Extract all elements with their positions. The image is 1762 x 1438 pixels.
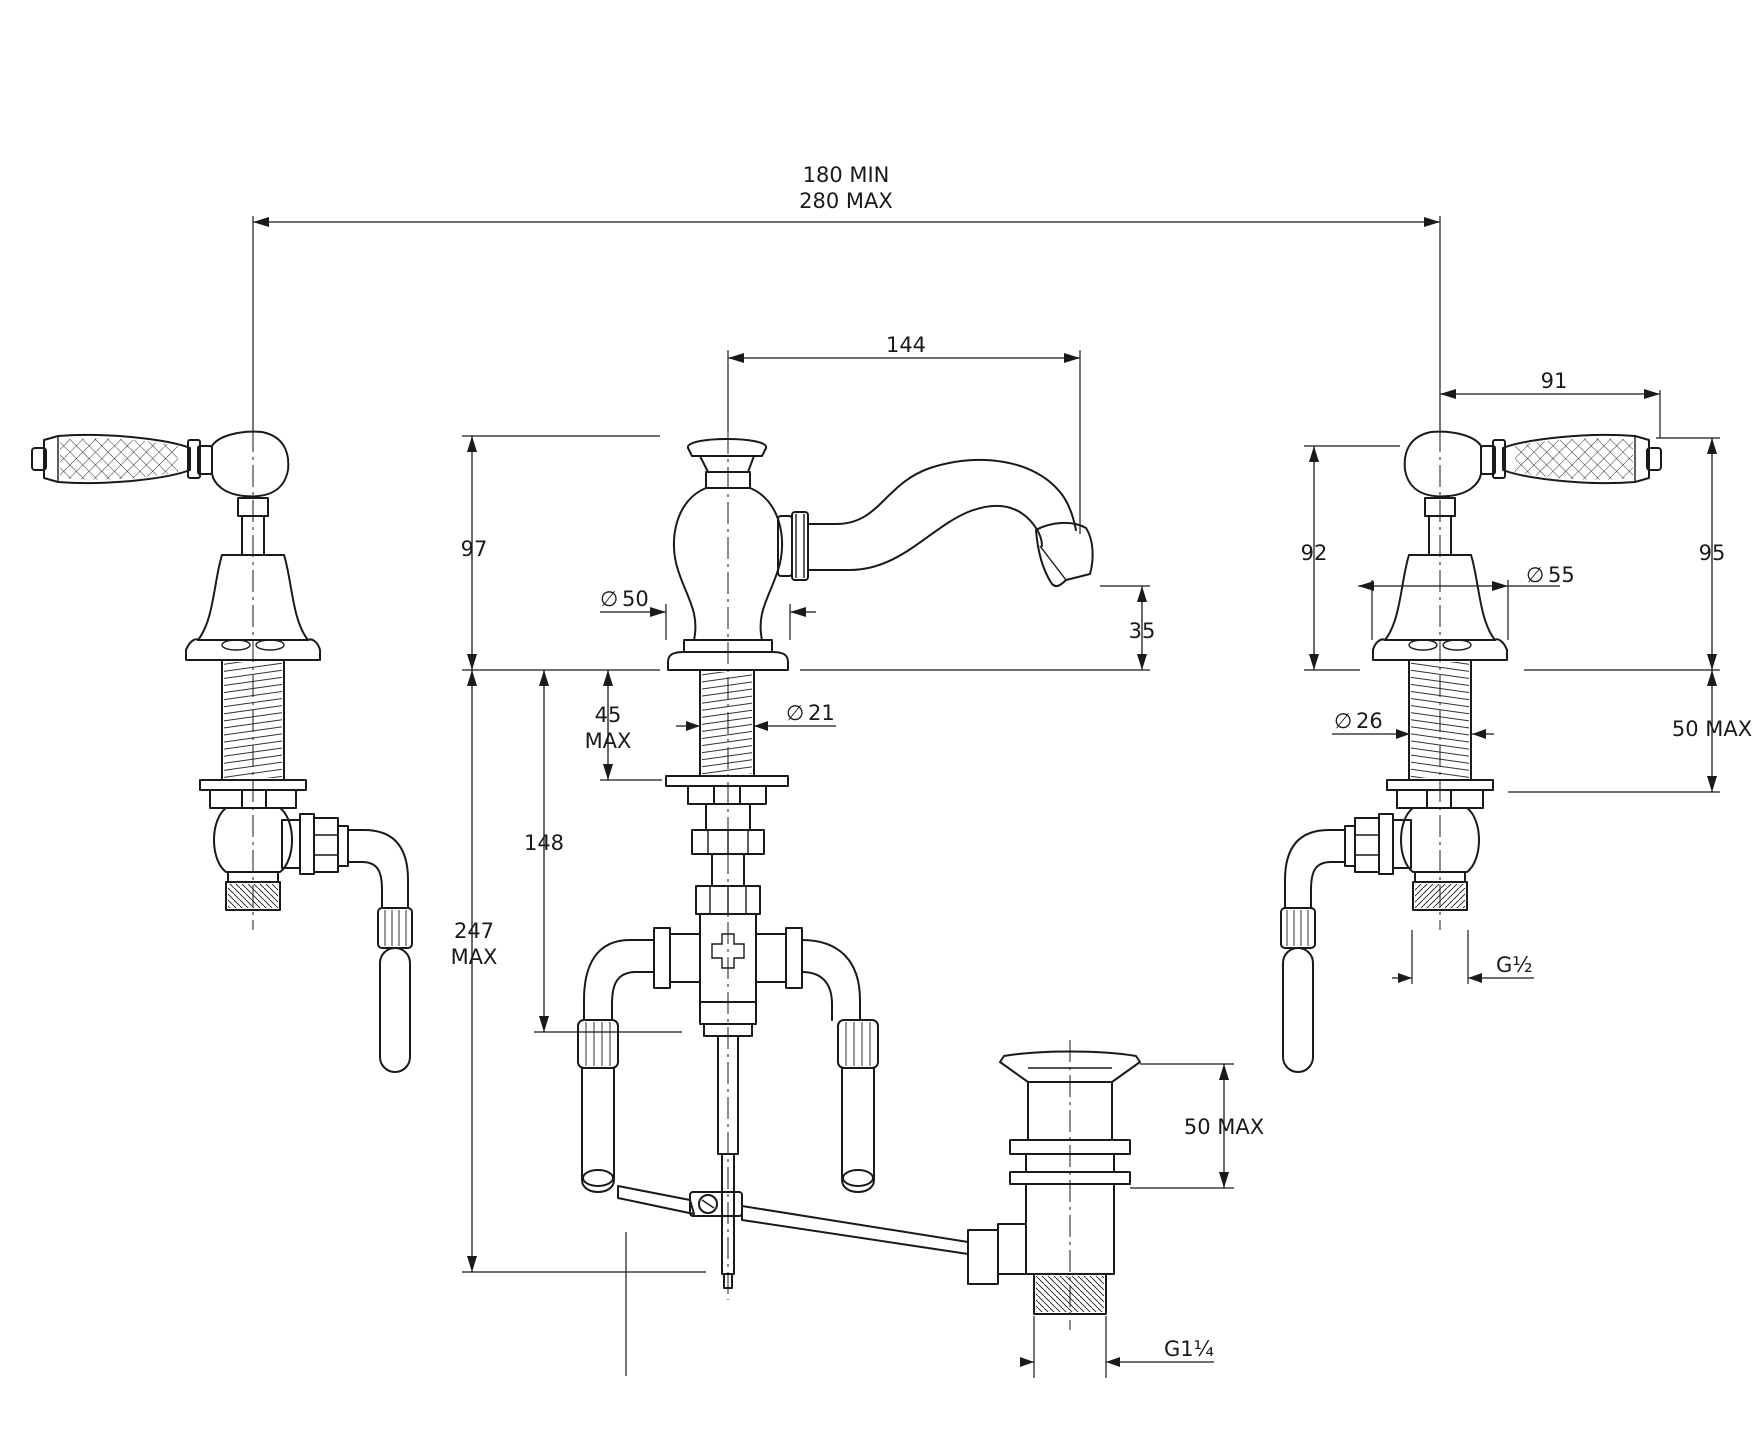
- total-length-value: 247: [454, 919, 494, 943]
- valve-base-diameter-label: 55: [1548, 563, 1575, 587]
- valve-height-left-label: 92: [1301, 541, 1328, 565]
- valve-deck-thickness-label: 50 MAX: [1672, 717, 1752, 741]
- valve-base-diameter-symbol: ∅: [1526, 563, 1544, 587]
- shank-diameter-label: 21: [808, 701, 835, 725]
- inlet-thread-label: G½: [1496, 953, 1533, 977]
- overall-max-label: 280 MAX: [799, 189, 893, 213]
- valve-shank-diameter-symbol: ∅: [1334, 709, 1352, 733]
- spout-reach-label: 144: [886, 333, 926, 357]
- right-valve: [1280, 430, 1662, 1073]
- valve-spacing-label: 91: [1541, 369, 1568, 393]
- shank-length-label: 148: [524, 831, 564, 855]
- body-diameter-label: 50: [622, 587, 649, 611]
- outlet-height-label: 35: [1129, 619, 1156, 643]
- shank-diameter-symbol: ∅: [786, 701, 804, 725]
- spout-height-label: 97: [461, 537, 488, 561]
- waste-deck-thickness-label: 50 MAX: [1184, 1115, 1264, 1139]
- overall-min-label: 180 MIN: [803, 163, 890, 187]
- total-length-suffix: MAX: [451, 945, 498, 969]
- left-valve: [31, 430, 413, 1073]
- spout-assembly: [577, 438, 1094, 1289]
- valve-shank-diameter-label: 26: [1356, 709, 1383, 733]
- dimension-lines: [252, 216, 1720, 1378]
- pop-up-waste: [967, 1050, 1141, 1315]
- deck-thickness-suffix: MAX: [585, 729, 632, 753]
- valve-height-right-label: 95: [1699, 541, 1726, 565]
- deck-thickness-value: 45: [595, 703, 622, 727]
- dimension-labels: 180 MIN 280 MAX 144 97 35 ∅ 50 ∅ 21 45 M…: [451, 163, 1753, 1361]
- centre-lines: [252, 430, 1441, 1330]
- waste-thread-label: G1¼: [1164, 1337, 1214, 1361]
- body-diameter-symbol: ∅: [600, 587, 618, 611]
